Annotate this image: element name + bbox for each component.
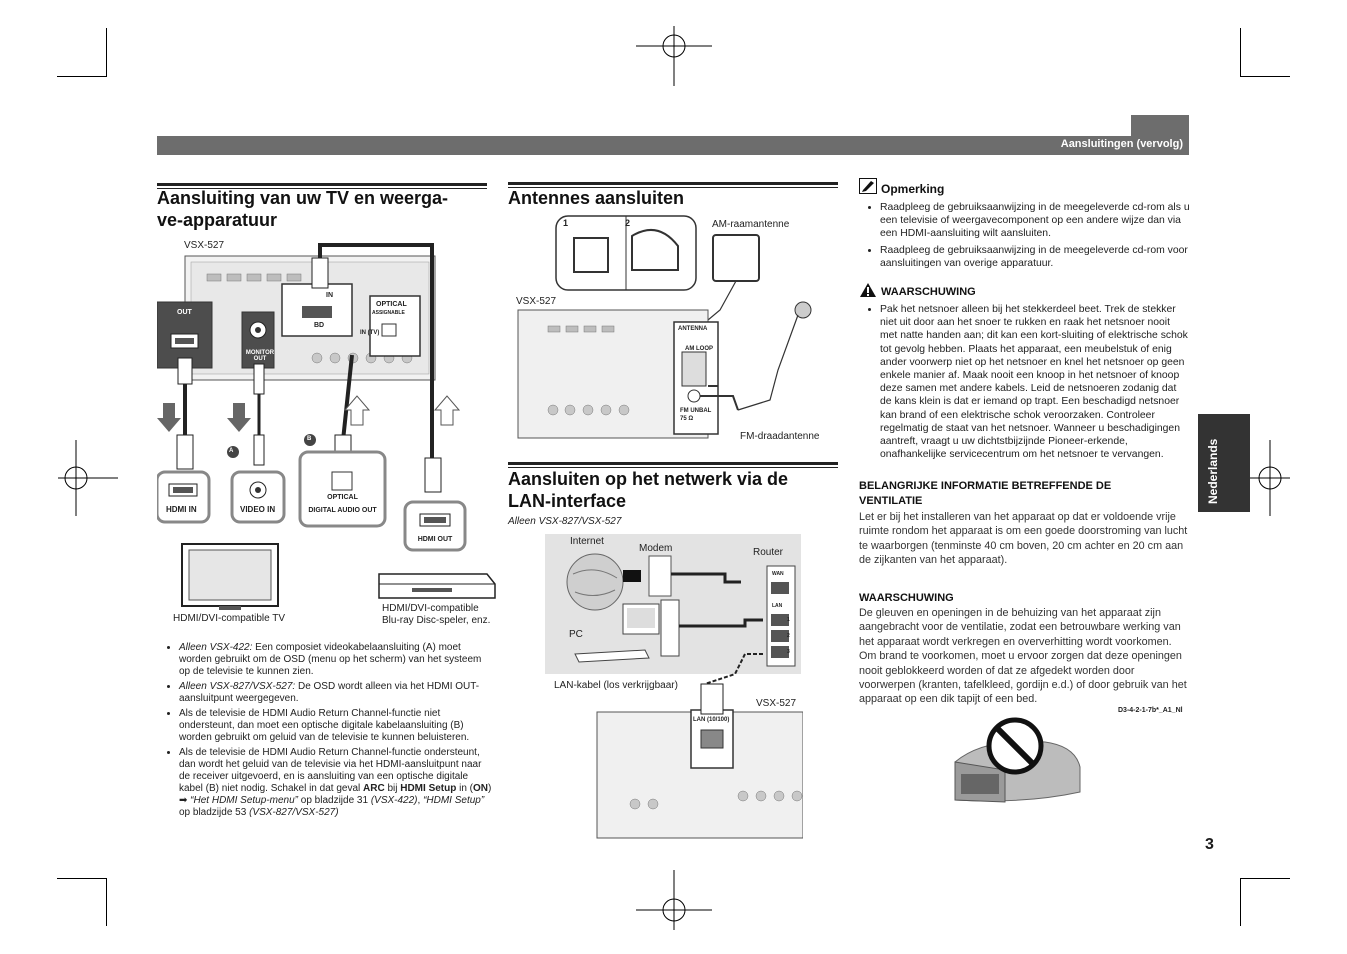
fm-antenna-label: FM-draadantenne bbox=[740, 431, 820, 442]
left-heading-rule-thin bbox=[157, 188, 487, 189]
registration-mark-left bbox=[58, 440, 118, 516]
label-video-in: VIDEO IN bbox=[240, 505, 276, 514]
lan-subtitle: Alleen VSX-827/VSX-527 bbox=[508, 516, 622, 527]
tv-caption: HDMI/DVI-compatible TV bbox=[173, 613, 286, 624]
lan-cable-label: LAN-kabel (los verkrijgbaar) bbox=[554, 680, 678, 691]
header-title: Aansluitingen (vervolg) bbox=[1060, 138, 1183, 150]
modem-label: Modem bbox=[639, 543, 673, 554]
fm-unbal-label: FM UNBAL bbox=[680, 408, 712, 414]
lan-diagram bbox=[545, 534, 803, 839]
lan-heading: Aansluiten op het netwerk via de LAN-int… bbox=[508, 468, 788, 512]
lan-label: LAN bbox=[772, 603, 783, 609]
no-cover-illustration bbox=[954, 717, 1081, 803]
lan-model-label: VSX-527 bbox=[756, 698, 797, 709]
warning2-text: De gleuven en openingen in de behuizing … bbox=[859, 607, 1187, 706]
lan-port-1: 1 bbox=[787, 617, 790, 623]
antenna-step-2: 2 bbox=[625, 218, 631, 228]
label-bd: BD bbox=[314, 322, 325, 329]
label-in: IN bbox=[326, 292, 333, 299]
internet-label: Internet bbox=[570, 536, 604, 547]
warning-icon bbox=[860, 283, 876, 297]
ventilation-text: Let er bij het installeren van het appar… bbox=[859, 511, 1188, 567]
label-optical-panel: OPTICAL bbox=[376, 301, 407, 308]
note-list: Raadpleeg de gebruiksaanwijzing in de me… bbox=[868, 201, 1190, 273]
lan-heading-line-2: LAN-interface bbox=[508, 491, 627, 511]
left-bullet-3: Als de televisie de HDMI Audio Return Ch… bbox=[179, 708, 492, 744]
warning-item-1: Pak het netsnoer alleen bij het stekkerd… bbox=[880, 303, 1190, 461]
tv-connection-diagram bbox=[157, 243, 496, 610]
player-caption: HDMI/DVI-compatible Blu-ray Disc-speler,… bbox=[382, 603, 490, 627]
warning2-title: WAARSCHUWING bbox=[859, 592, 954, 604]
wan-label: WAN bbox=[772, 571, 784, 577]
label-hdmi-in: HDMI IN bbox=[166, 505, 197, 514]
label-monitor-out: MONITOR OUT bbox=[245, 350, 275, 362]
pc-label: PC bbox=[569, 629, 583, 640]
label-optical: OPTICAL bbox=[327, 494, 358, 501]
antenna-heading-rule-thick bbox=[508, 182, 838, 185]
left-heading-line-2: ve-apparatuur bbox=[157, 210, 278, 230]
label-out: OUT bbox=[177, 309, 192, 316]
language-label: Nederlands bbox=[1206, 438, 1220, 504]
document-code: D3-4-2-1-7b*_A1_Nl bbox=[1118, 707, 1183, 714]
ohm-label: 75 Ω bbox=[680, 416, 694, 422]
label-assignable: ASSIGNABLE bbox=[372, 310, 405, 316]
antenna-step-1: 1 bbox=[563, 218, 569, 228]
left-heading-rule-thick bbox=[157, 183, 487, 186]
marker-b: B bbox=[307, 436, 312, 442]
router-label: Router bbox=[753, 547, 784, 558]
registration-mark-top bbox=[636, 26, 712, 86]
player-caption-line-1: HDMI/DVI-compatible bbox=[382, 603, 479, 614]
lan-heading-line-1: Aansluiten op het netwerk via de bbox=[508, 469, 789, 489]
lan-port-label: LAN (10/100) bbox=[693, 717, 730, 723]
lan-port-3: 3 bbox=[787, 649, 790, 655]
ventilation-heading-line-1: BELANGRIJKE INFORMATIE BETREFFENDE DE bbox=[859, 480, 1112, 492]
antenna-heading: Antennes aansluiten bbox=[508, 188, 685, 208]
ventilation-heading-line-2: VENTILATIE bbox=[859, 495, 923, 507]
left-model-label: VSX-527 bbox=[184, 240, 225, 251]
lan-heading-rule-thick bbox=[508, 462, 838, 465]
header-tab bbox=[1131, 115, 1189, 136]
note-item-2: Raadpleeg de gebruiksaanwijzing in de me… bbox=[880, 244, 1190, 270]
left-bullet-1: Alleen VSX-422: Een composiet videokabel… bbox=[179, 642, 492, 678]
left-bullet-2: Alleen VSX-827/VSX-527: De OSD wordt all… bbox=[179, 681, 492, 705]
left-bullet-list: Alleen VSX-422: Een composiet videokabel… bbox=[168, 642, 492, 822]
marker-a: A bbox=[229, 448, 234, 454]
antenna-box-label: ANTENNA bbox=[678, 326, 708, 332]
antenna-model-label: VSX-527 bbox=[516, 296, 557, 307]
language-side-tab: Nederlands bbox=[1198, 414, 1250, 512]
label-digital-audio-out: DIGITAL AUDIO OUT bbox=[308, 507, 377, 514]
antenna-diagram bbox=[517, 215, 812, 439]
ventilation-heading: BELANGRIJKE INFORMATIE BETREFFENDE DE VE… bbox=[859, 479, 1189, 509]
registration-mark-bottom bbox=[636, 870, 712, 930]
note-item-1: Raadpleeg de gebruiksaanwijzing in de me… bbox=[880, 201, 1190, 241]
page-number: 3 bbox=[1205, 836, 1214, 853]
note-title: Opmerking bbox=[881, 182, 945, 196]
label-in-tv: IN (TV) bbox=[360, 330, 380, 336]
warning-title: WAARSCHUWING bbox=[881, 286, 976, 298]
header-bar: Aansluitingen (vervolg) bbox=[157, 136, 1189, 155]
lan-port-2: 2 bbox=[787, 633, 790, 639]
lan-heading-rule-thin bbox=[508, 467, 838, 468]
antenna-heading-rule-thin bbox=[508, 187, 838, 188]
note-icon bbox=[859, 178, 877, 194]
am-antenna-label: AM-raamantenne bbox=[712, 219, 790, 230]
left-section-heading: Aansluiting van uw TV en weerga- ve-appa… bbox=[157, 187, 497, 231]
left-bullet-4: Als de televisie de HDMI Audio Return Ch… bbox=[179, 747, 492, 819]
label-hdmi-out: HDMI OUT bbox=[417, 536, 453, 543]
player-caption-line-2: Blu-ray Disc-speler, enz. bbox=[382, 615, 491, 626]
warning-list: Pak het netsnoer alleen bij het stekkerd… bbox=[868, 303, 1190, 464]
left-heading-line-1: Aansluiting van uw TV en weerga- bbox=[157, 188, 449, 208]
am-loop-label: AM LOOP bbox=[685, 346, 713, 352]
